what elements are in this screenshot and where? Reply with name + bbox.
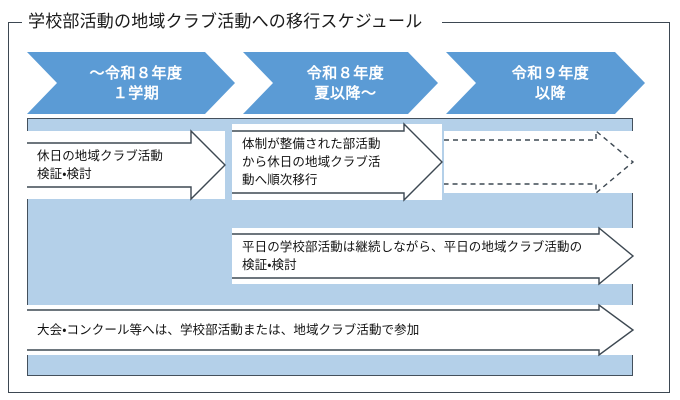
- callout-arrow-weekday-verification-text: 平日の学校部活動は継続しながら、平日の地域クラブ活動の 検証・検討: [242, 239, 583, 272]
- arrow-shape-icon: [232, 122, 443, 202]
- title-frame-notch: [22, 12, 442, 34]
- phase-chevron-3-label: 令和９年度以降: [511, 64, 590, 102]
- phase-chevron-3[interactable]: 令和９年度以降: [446, 52, 645, 114]
- page-title: 学校部活動の地域クラブ活動への移行スケジュール: [28, 12, 423, 32]
- callout-arrow-competition-participation-text: 大会・コンクール等へは、学校部活動または、地域クラブ活動で参加: [37, 322, 420, 337]
- arrow-shape-dashed-icon: [444, 129, 635, 195]
- callout-arrow-weekend-verification-text: 休日の地域クラブ活動 検証・検討: [37, 148, 164, 181]
- phase-chevron-2[interactable]: 令和８年度夏以降～: [243, 52, 438, 114]
- callout-arrow-future-dashed[interactable]: [444, 129, 635, 195]
- callout-arrow-gradual-transition[interactable]: 体制が整備された部活動 から休日の地域クラブ活 動へ順次移行: [232, 122, 443, 202]
- callout-arrow-weekend-verification[interactable]: 休日の地域クラブ活動 検証・検討: [27, 129, 226, 201]
- arrow-shape-icon: [27, 129, 226, 201]
- callout-arrow-gradual-transition-text: 体制が整備された部活動 から休日の地域クラブ活 動へ順次移行: [242, 136, 381, 187]
- callout-arrow-weekday-verification[interactable]: 平日の学校部活動は継続しながら、平日の地域クラブ活動の 検証・検討: [232, 226, 635, 286]
- callout-arrow-competition-participation[interactable]: 大会・コンクール等へは、学校部活動または、地域クラブ活動で参加: [27, 303, 635, 357]
- phase-chevron-2-label: 令和８年度夏以降～: [306, 64, 385, 102]
- arrow-shape-icon: [27, 303, 635, 357]
- arrow-shape-icon: [232, 226, 635, 286]
